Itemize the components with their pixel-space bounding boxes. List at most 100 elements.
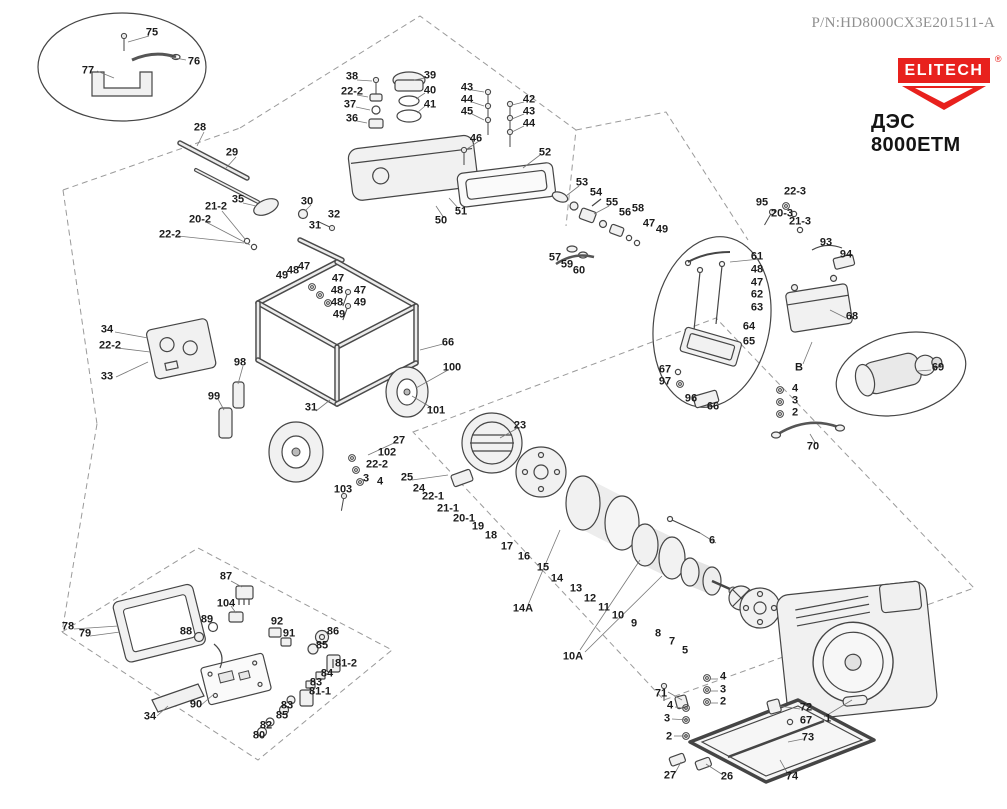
- part-label: 79: [78, 627, 92, 640]
- part-label: 81-1: [308, 685, 332, 698]
- part-label: 47: [331, 272, 345, 285]
- part-label: 73: [801, 731, 815, 744]
- part-label: 35: [231, 193, 245, 206]
- part-label: 4: [376, 475, 384, 488]
- part-label: 103: [333, 483, 353, 496]
- part-label: 4: [719, 670, 727, 683]
- part-label: 42: [522, 93, 536, 106]
- part-label: 100: [442, 361, 462, 374]
- muffler-inset-ellipse: [37, 12, 207, 122]
- part-label: 85: [315, 639, 329, 652]
- starter-ellipse: [835, 331, 967, 417]
- part-label: 41: [423, 98, 437, 111]
- part-label: 4: [666, 699, 674, 712]
- part-label: 83: [309, 676, 323, 689]
- part-label: 20-1: [452, 512, 476, 525]
- part-label: 92: [270, 615, 284, 628]
- part-label: 9: [630, 617, 638, 630]
- part-label: 87: [219, 570, 233, 583]
- part-label: 19: [471, 520, 485, 533]
- battery-cable: [770, 421, 846, 439]
- part-label: 97: [658, 375, 672, 388]
- part-label: 34: [100, 323, 114, 336]
- part-label: 81-2: [334, 657, 358, 670]
- part-label: 4: [791, 382, 799, 395]
- part-label: 88: [179, 625, 193, 638]
- part-label: 34: [143, 710, 157, 723]
- muffler-bracket-inset: [91, 32, 181, 97]
- part-label: B: [795, 361, 803, 374]
- part-label: 104: [216, 597, 236, 610]
- part-label: 86: [326, 625, 340, 638]
- part-label: 43: [460, 81, 474, 94]
- part-label: 8: [654, 627, 662, 640]
- part-label: 61: [750, 250, 764, 263]
- part-label: 29: [225, 146, 239, 159]
- part-label: 43: [522, 105, 536, 118]
- part-label: 69: [931, 361, 945, 374]
- part-label: 22-2: [365, 458, 389, 471]
- part-label: 63: [750, 301, 764, 314]
- part-label: 32: [327, 208, 341, 221]
- part-label: 5: [681, 644, 689, 657]
- part-label: 67: [799, 714, 813, 727]
- battery-bracket-parts: [674, 251, 743, 409]
- leader-lines: [73, 35, 932, 776]
- model-name: ДЭС 8000ЕТМ: [871, 111, 961, 156]
- part-label: 27: [663, 769, 677, 782]
- part-label: 49: [353, 296, 367, 309]
- wheels: [268, 366, 429, 512]
- part-label: 37: [343, 98, 357, 111]
- part-label: 44: [460, 93, 474, 106]
- blower-housing: [450, 412, 567, 498]
- part-label: 70: [806, 440, 820, 453]
- part-label: 21-2: [204, 200, 228, 213]
- part-label: 3: [719, 683, 727, 696]
- part-label: 18: [484, 529, 498, 542]
- part-label: 58: [631, 202, 645, 215]
- part-label: 28: [193, 121, 207, 134]
- part-label: 78: [61, 620, 75, 633]
- part-label: 62: [750, 288, 764, 301]
- part-label: 1: [824, 712, 832, 725]
- part-label: 22-1: [421, 490, 445, 503]
- part-label: 20-2: [188, 213, 212, 226]
- part-label: 101: [426, 404, 446, 417]
- part-label: 14: [550, 572, 564, 585]
- part-label: 22-3: [783, 185, 807, 198]
- part-label: 10: [611, 609, 625, 622]
- part-label: 26: [720, 770, 734, 783]
- part-label: 16: [517, 550, 531, 563]
- part-label: 49: [655, 223, 669, 236]
- engine: [776, 580, 938, 721]
- part-label: 11: [598, 601, 610, 614]
- part-label: 20-3: [770, 207, 794, 220]
- part-label: 6: [708, 534, 716, 547]
- part-label: 45: [460, 105, 474, 118]
- part-label: 17: [500, 540, 514, 553]
- part-label: 59: [560, 258, 574, 271]
- part-label: 3: [362, 472, 370, 485]
- part-label: 76: [187, 55, 201, 68]
- part-label: 50: [434, 214, 448, 227]
- brand-logo-triangle-icon: [902, 86, 986, 110]
- part-label: 68: [845, 310, 859, 323]
- part-label: 22-2: [98, 339, 122, 352]
- control-panel: [145, 318, 217, 380]
- part-label: 99: [207, 390, 221, 403]
- fuel-valve-parts: [551, 191, 641, 266]
- part-label: 33: [100, 370, 114, 383]
- support-foot: [218, 407, 233, 439]
- part-label: 90: [189, 698, 203, 711]
- part-label: 44: [522, 117, 536, 130]
- battery-fasteners: [761, 202, 856, 418]
- part-label: 7: [668, 635, 676, 648]
- part-label: 31: [304, 401, 318, 414]
- part-label: 71: [654, 687, 668, 700]
- part-label: 72: [799, 701, 813, 714]
- brand-name: ELITECH: [904, 62, 984, 79]
- part-label: 94: [839, 248, 853, 261]
- part-label: 23: [513, 419, 527, 432]
- cart-frame: [255, 259, 419, 407]
